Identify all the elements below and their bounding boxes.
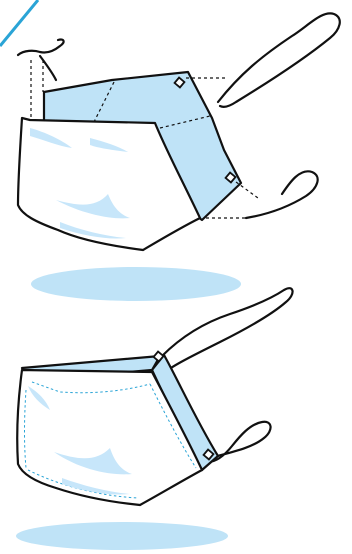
exploded-mask-group (18, 13, 340, 250)
ear-loop-lower (246, 171, 318, 218)
ear-loop-attached-upper (162, 288, 293, 370)
assembled-mask-group (17, 288, 292, 505)
shadow-bottom (16, 522, 228, 550)
ear-loop-upper (218, 13, 340, 106)
top-loop-string (18, 39, 64, 55)
corner-accent-line (0, 0, 38, 46)
shadow-top (31, 267, 241, 301)
